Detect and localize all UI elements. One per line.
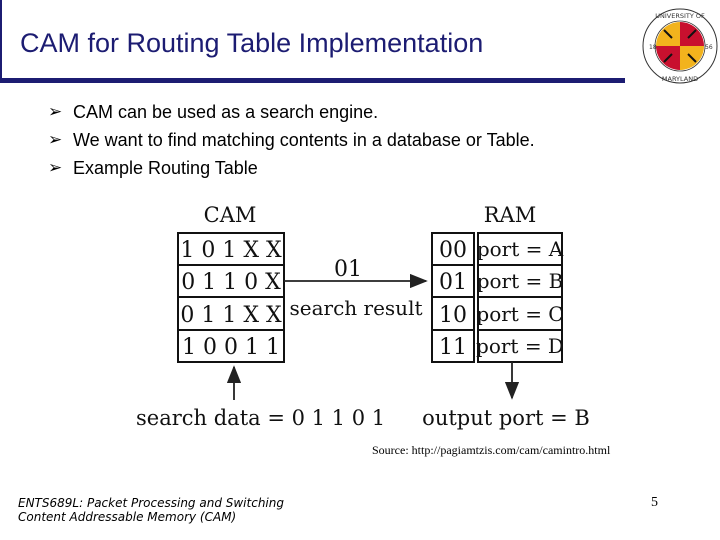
ram-table: port = A port = B port = C port = D xyxy=(476,232,564,363)
arrow-bullet-icon: ➢ xyxy=(48,130,63,150)
ram-value: port = C xyxy=(476,302,563,326)
cam-routing-diagram: CAM RAM 1 0 1 X X 0 1 1 0 X 0 1 1 X X 1 … xyxy=(136,203,590,430)
match-address-label: 01 xyxy=(334,257,362,282)
bullet-text: Example Routing Table xyxy=(73,158,258,178)
search-result-label: search result xyxy=(290,296,423,320)
source-citation: Source: http://pagiamtzis.com/cam/camint… xyxy=(372,443,611,457)
ram-address: 00 xyxy=(439,238,467,263)
bullet-item: ➢ Example Routing Table xyxy=(48,154,535,182)
cam-row: 1 0 1 X X xyxy=(180,238,282,263)
svg-text:UNIVERSITY OF: UNIVERSITY OF xyxy=(655,12,705,20)
footer: ENTS689L: Packet Processing and Switchin… xyxy=(18,496,284,524)
ram-label: RAM xyxy=(484,203,536,227)
page-number: 5 xyxy=(651,495,658,510)
cam-label: CAM xyxy=(204,203,257,227)
ram-address-column: 00 01 10 11 xyxy=(431,232,475,363)
slide-title: CAM for Routing Table Implementation xyxy=(20,28,484,58)
ram-value: port = B xyxy=(477,269,564,293)
cam-row: 0 1 1 X X xyxy=(180,303,282,328)
bullet-text: CAM can be used as a search engine. xyxy=(73,102,379,122)
bullet-list: ➢ CAM can be used as a search engine. ➢ We… xyxy=(48,98,535,182)
cam-row: 1 0 0 1 1 xyxy=(182,335,280,360)
cam-table: 1 0 1 X X 0 1 1 0 X 0 1 1 X X 1 0 0 1 1 xyxy=(177,232,285,363)
arrow-bullet-icon: ➢ xyxy=(48,102,63,122)
footer-course-line: ENTS689L: Packet Processing and Switchin… xyxy=(18,496,284,510)
ram-value: port = A xyxy=(477,237,564,261)
ram-address: 10 xyxy=(439,303,467,328)
arrow-bullet-icon: ➢ xyxy=(48,158,63,178)
title-underline-rule xyxy=(0,78,625,83)
bullet-item: ➢ We want to find matching contents in a … xyxy=(48,126,535,154)
ram-address: 11 xyxy=(439,335,467,360)
bullet-item: ➢ CAM can be used as a search engine. xyxy=(48,98,535,126)
svg-text:18: 18 xyxy=(649,44,657,51)
ram-value: port = D xyxy=(476,334,564,358)
cam-row: 0 1 1 0 X xyxy=(181,270,281,295)
ram-address: 01 xyxy=(439,270,467,295)
search-data-label: search data = 0 1 1 0 1 xyxy=(136,406,385,430)
svg-text:MARYLAND: MARYLAND xyxy=(662,75,698,83)
bullet-text: We want to find matching contents in a d… xyxy=(73,130,535,150)
svg-text:56: 56 xyxy=(705,44,713,51)
footer-topic-line: Content Addressable Memory (CAM) xyxy=(18,510,237,524)
university-seal-logo: UNIVERSITY OF MARYLAND 18 56 xyxy=(642,8,718,84)
title-left-rule xyxy=(0,0,2,80)
output-port-label: output port = B xyxy=(422,406,590,430)
